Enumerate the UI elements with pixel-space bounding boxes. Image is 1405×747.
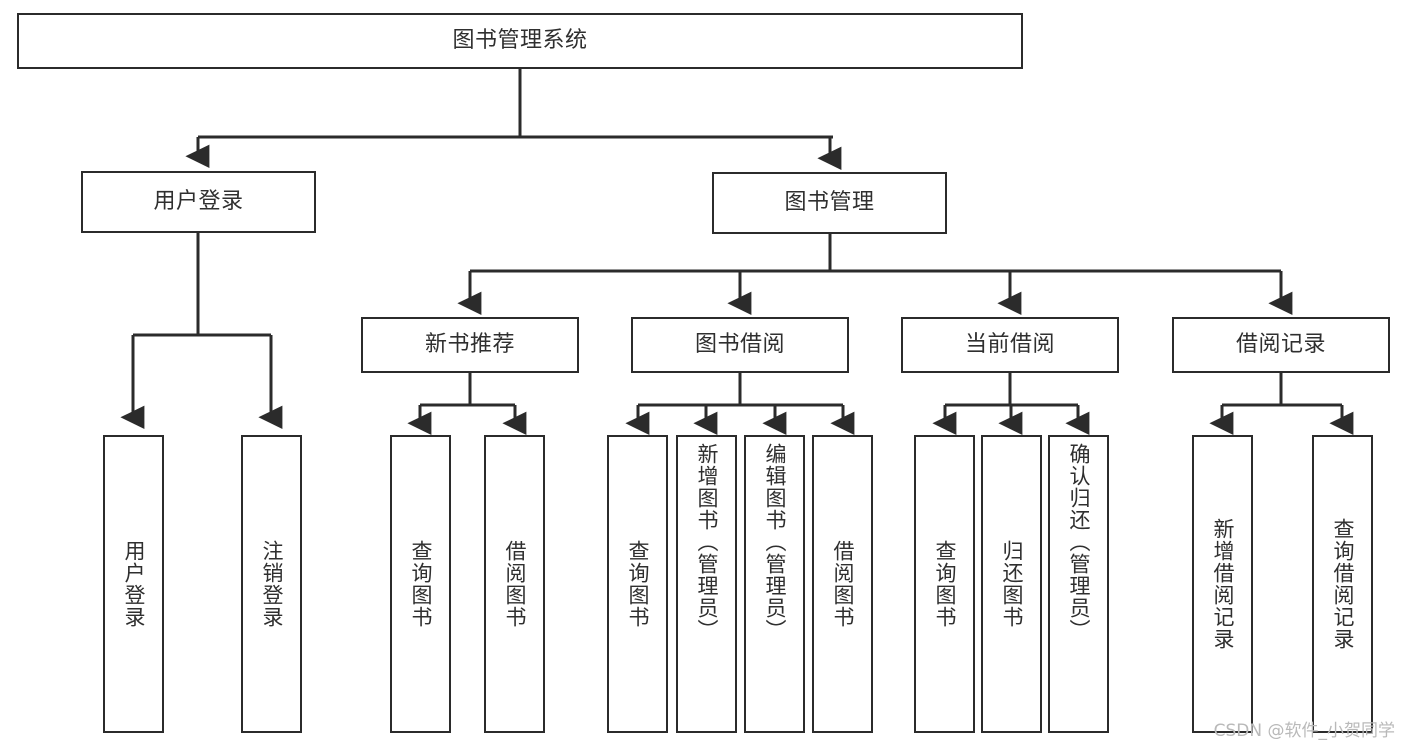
leaf-record-query-record[interactable]: 查询借阅记录 xyxy=(1312,435,1373,733)
leaf-label: 新增借阅记录 xyxy=(1210,518,1235,650)
leaf-label: 编辑图书（管理员） xyxy=(762,443,787,641)
leaf-label: 注销登录 xyxy=(259,540,284,628)
leaf-user-login-logout[interactable]: 注销登录 xyxy=(241,435,302,733)
leaf-label: 确认归还（管理员） xyxy=(1066,443,1091,641)
leaf-label: 归还图书 xyxy=(999,540,1024,628)
leaf-current-confirm-return-admin[interactable]: 确认归还（管理员） xyxy=(1048,435,1109,733)
leaf-borrow-borrow-book[interactable]: 借阅图书 xyxy=(812,435,873,733)
node-book-management[interactable]: 图书管理 xyxy=(712,172,947,234)
node-current-borrow[interactable]: 当前借阅 xyxy=(901,317,1119,373)
node-borrow-record[interactable]: 借阅记录 xyxy=(1172,317,1390,373)
node-user-login-label: 用户登录 xyxy=(153,188,244,214)
leaf-user-login-login[interactable]: 用户登录 xyxy=(103,435,164,733)
node-book-borrow-label: 图书借阅 xyxy=(694,331,785,357)
node-root-label: 图书管理系统 xyxy=(452,27,588,53)
leaf-current-return-book[interactable]: 归还图书 xyxy=(981,435,1042,733)
leaf-recommend-query-book[interactable]: 查询图书 xyxy=(390,435,451,733)
leaf-current-query-book[interactable]: 查询图书 xyxy=(914,435,975,733)
leaf-label: 查询借阅记录 xyxy=(1330,518,1355,650)
leaf-borrow-query-book[interactable]: 查询图书 xyxy=(607,435,668,733)
leaf-label: 借阅图书 xyxy=(830,540,855,628)
leaf-label: 查询图书 xyxy=(932,540,957,628)
node-new-book-recommend[interactable]: 新书推荐 xyxy=(361,317,579,373)
leaf-borrow-add-book-admin[interactable]: 新增图书（管理员） xyxy=(676,435,737,733)
node-book-management-label: 图书管理 xyxy=(784,189,875,215)
leaf-label: 查询图书 xyxy=(625,540,650,628)
node-user-login[interactable]: 用户登录 xyxy=(81,171,316,233)
node-borrow-record-label: 借阅记录 xyxy=(1235,331,1326,357)
leaf-label: 借阅图书 xyxy=(502,540,527,628)
node-book-borrow[interactable]: 图书借阅 xyxy=(631,317,849,373)
node-current-borrow-label: 当前借阅 xyxy=(964,331,1055,357)
leaf-label: 新增图书（管理员） xyxy=(694,443,719,641)
node-root[interactable]: 图书管理系统 xyxy=(17,13,1023,69)
watermark-text: CSDN @软件_小贺同学 xyxy=(1213,721,1395,741)
node-new-book-recommend-label: 新书推荐 xyxy=(424,331,515,357)
leaf-record-add-record[interactable]: 新增借阅记录 xyxy=(1192,435,1253,733)
leaf-recommend-borrow-book[interactable]: 借阅图书 xyxy=(484,435,545,733)
leaf-borrow-edit-book-admin[interactable]: 编辑图书（管理员） xyxy=(744,435,805,733)
leaf-label: 用户登录 xyxy=(121,540,146,628)
leaf-label: 查询图书 xyxy=(408,540,433,628)
